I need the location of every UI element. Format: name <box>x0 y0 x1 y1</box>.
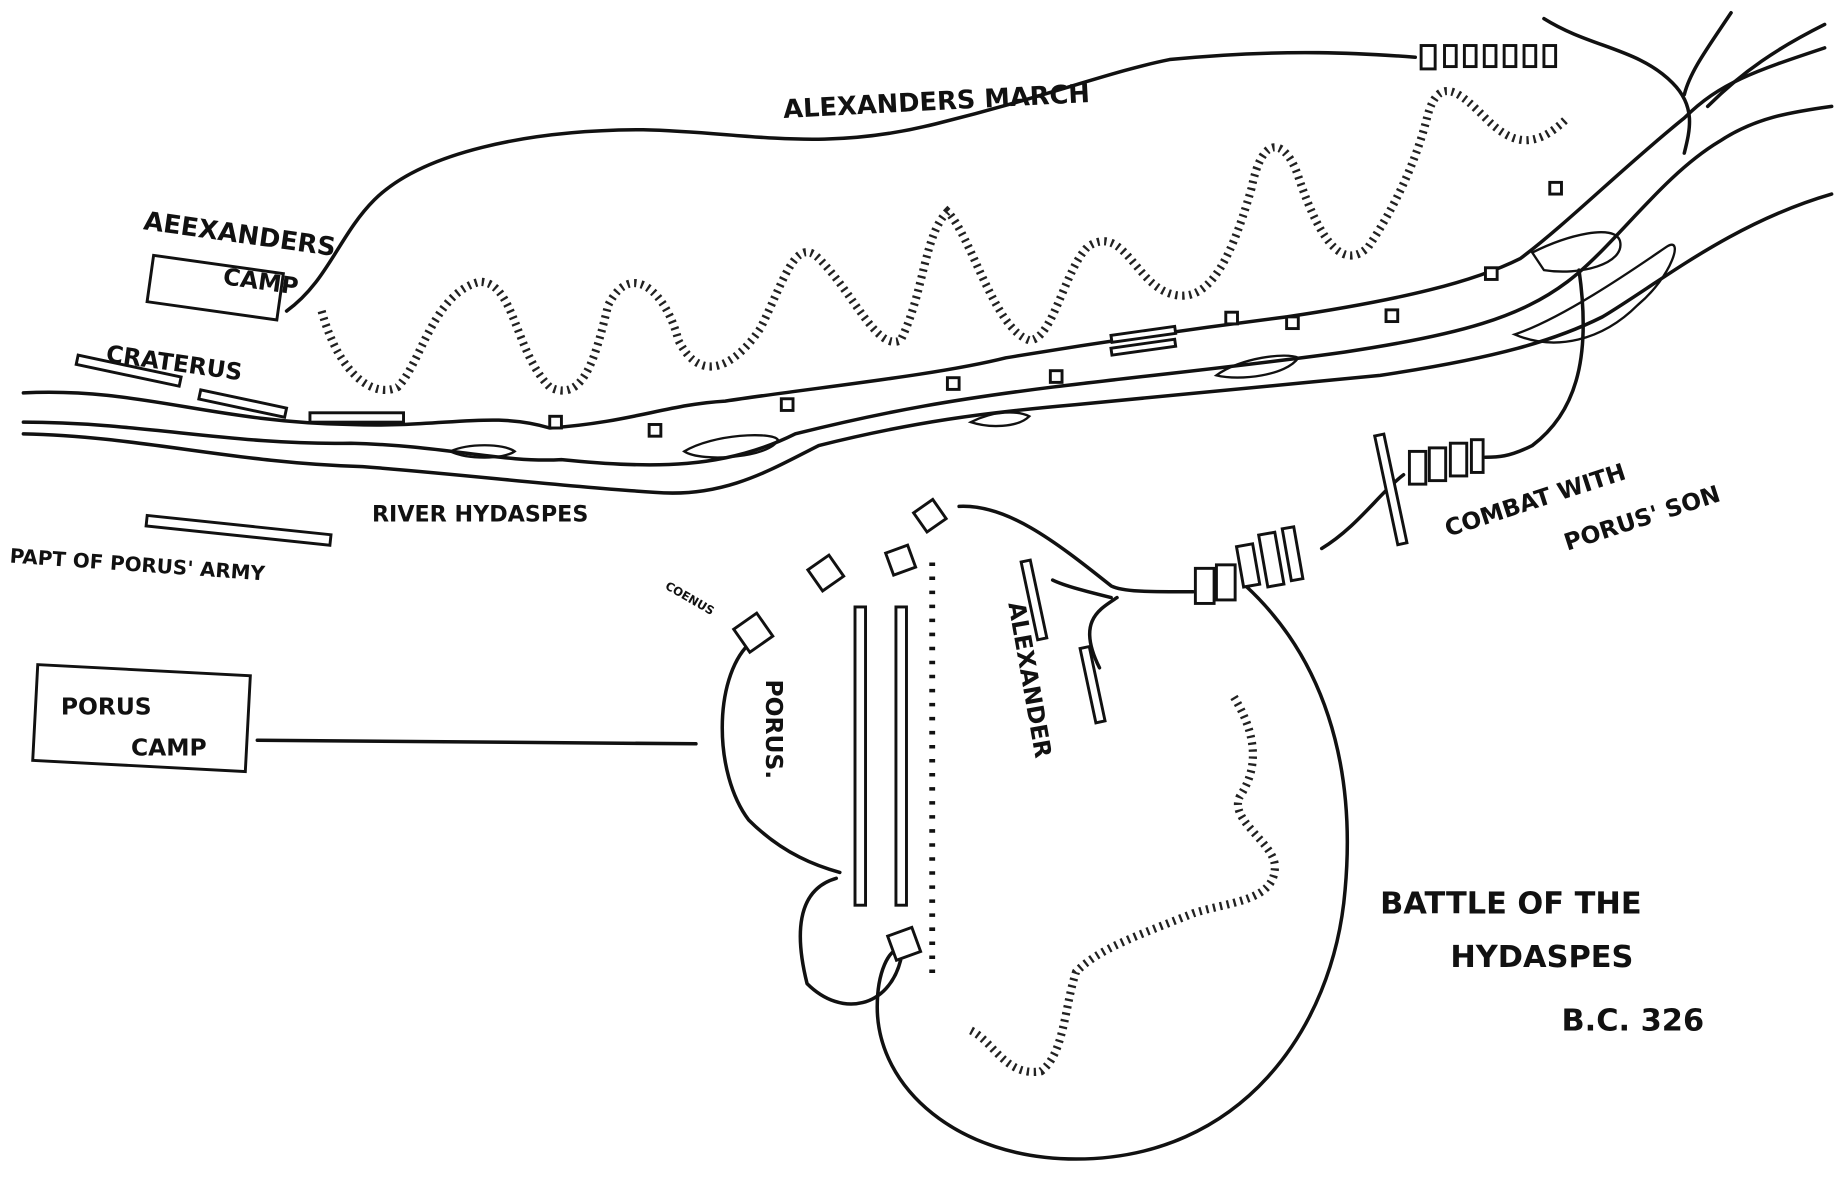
label-alexander: ALEXANDER <box>1002 600 1057 760</box>
craterus-unit <box>197 388 289 419</box>
craterus-unit <box>308 411 405 424</box>
porus-line <box>853 605 867 907</box>
label-porus-camp: PORUS <box>61 693 152 721</box>
combat-unit <box>1372 432 1409 547</box>
alexanders-march-route <box>284 50 1418 313</box>
porus-army-unit <box>144 513 333 547</box>
label-part-of-porus-army: PAPT OF PORUS' ARMY <box>9 545 266 586</box>
label-coenus: COENUS <box>663 579 717 618</box>
porus-line <box>894 605 908 907</box>
cavalry-units <box>731 44 1558 963</box>
alexander-march-field <box>875 504 1349 1161</box>
porus-camp-route <box>255 738 698 746</box>
battlefield-ridge <box>968 694 1280 1076</box>
coenus-route <box>720 642 903 1006</box>
label-alexanders-march: ALEXANDERS MARCH <box>782 79 1090 125</box>
label-porus: PORUS. <box>760 679 788 779</box>
label-river-hydaspes: RIVER HYDASPES <box>372 502 588 528</box>
label-porus-camp-2: CAMP <box>131 733 207 761</box>
river-posts <box>548 180 1563 438</box>
combat-to-alexander <box>1319 473 1406 551</box>
porus-camp <box>31 663 252 774</box>
map-title-2: HYDASPES <box>1450 940 1633 975</box>
river-hydaspes <box>21 11 1834 495</box>
alexanders-camp <box>145 253 285 322</box>
alexander-unit <box>1019 558 1049 642</box>
craterus-unit <box>74 353 183 388</box>
map-title-1: BATTLE OF THE <box>1380 886 1641 921</box>
alexander-unit <box>1078 644 1107 725</box>
march-to-combat <box>1483 268 1585 459</box>
map-title-3: B.C. 326 <box>1561 1003 1704 1038</box>
label-alexanders-camp: AEEXANDERS <box>142 206 338 263</box>
